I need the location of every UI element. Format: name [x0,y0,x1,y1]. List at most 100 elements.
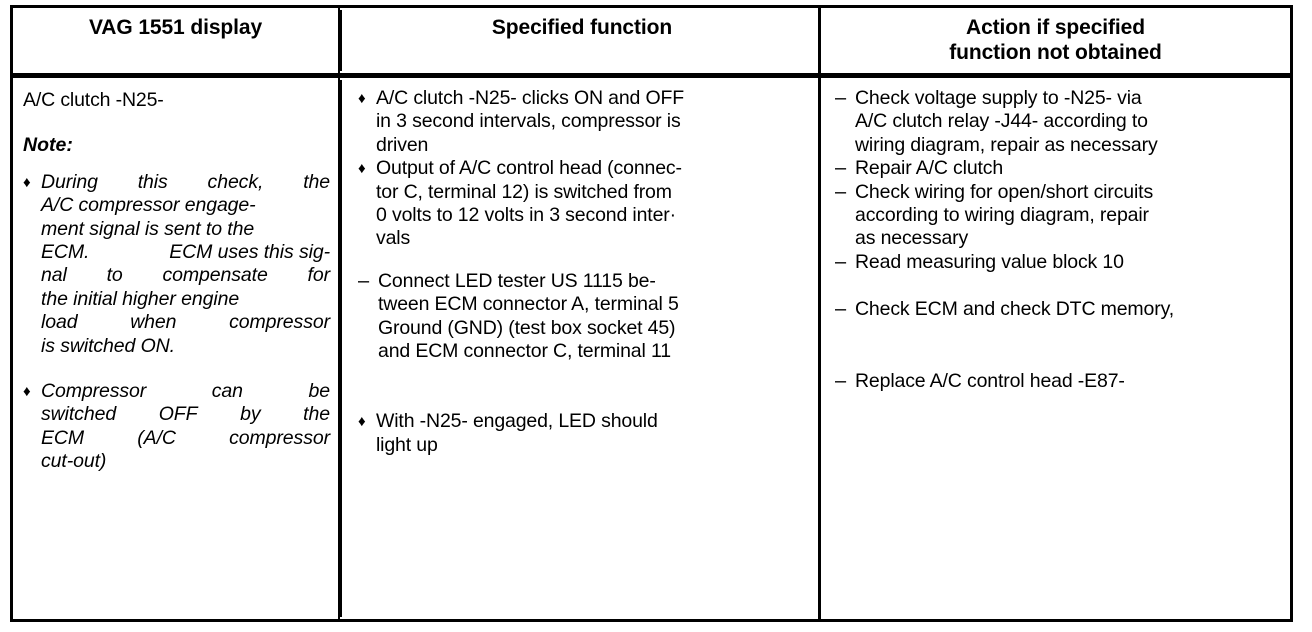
text-line: the initial higher engine [41,287,240,310]
table-header-row: VAG 1551 display Specified function Acti… [13,8,1290,78]
column-header-1-text: VAG 1551 display [88,16,263,39]
list-item-body: Repair A/C clutch [855,157,1282,180]
text-line: Ground (GND) (test box socket 45) [378,316,676,339]
text-fragment: compressor [229,311,330,334]
column-header-specified-function: Specified function [346,8,821,73]
text-fragment: for [307,264,331,287]
diamond-bullet-icon: ♦ [358,90,366,107]
text-line: ment signal is sent to the [41,217,255,240]
column-header-2-text: Specified function [491,16,673,39]
text-fragment: by [240,403,261,426]
text-line: tor C, terminal 12) is switched from [376,180,672,203]
list-item: –Replace A/C control head -E87- [835,370,1282,393]
text-fragment: nal [41,264,67,287]
text-fragment: ECM [41,426,85,449]
text-fragment: to [106,264,123,287]
list-item-body: Output of A/C control head (connec-tor C… [376,157,808,251]
text-line: cut-out) [41,450,107,473]
list-item-body: Connect LED tester US 1115 be-tween ECM … [378,270,808,364]
text-line: light up [376,433,438,456]
text-line: is switched ON. [41,334,175,357]
dash-marker-icon: – [835,369,847,392]
text-line: Check voltage supply to -N25- via [855,87,1142,109]
diamond-bullet-icon: ♦ [358,413,366,431]
text-fragment: switched [41,403,117,426]
text-line: Output of A/C control head (connec- [376,157,682,180]
text-fragment: when [130,311,177,334]
table-grid: VAG 1551 display Specified function Acti… [13,8,1290,619]
specified-function-group-2: –Connect LED tester US 1115 be-tween ECM… [358,270,808,364]
text-line: wiring diagram, repair as necessary [855,133,1158,156]
text-line: Read measuring value block 10 [855,250,1124,273]
text-fragment: compensate [162,264,268,287]
dash-marker-icon: – [835,298,847,321]
dash-marker-icon: – [835,180,847,203]
text-fragment: the [303,170,330,193]
text-line: Repair A/C clutch [855,157,1004,180]
diamond-bullet-icon: ♦ [358,160,366,178]
text-line: load when compressor [41,311,330,334]
text-line: With -N25- engaged, LED should [376,410,658,433]
vag-display-title: A/C clutch -N25- [23,89,164,111]
list-item: –Connect LED tester US 1115 be-tween ECM… [358,270,808,364]
dash-marker-icon: – [358,269,370,292]
text-fragment: be [308,380,331,403]
text-fragment: compressor [229,426,330,449]
text-fragment: check, [207,170,264,193]
diamond-bullet-icon: ♦ [23,383,31,401]
text-line: driven [376,133,429,156]
list-item-body: Check ECM and check DTC memory, [855,298,1282,321]
text-line: switched OFF by the [41,403,330,426]
text-fragment: (A/C [137,426,176,449]
text-fragment: Compressor [41,380,147,403]
text-fragment: OFF [158,403,198,426]
text-fragment: ECM uses this sig- [169,241,330,264]
text-line: tween ECM connector A, terminal 5 [378,293,679,316]
list-item-body: Replace A/C control head -E87- [855,370,1282,393]
column-header-action-if-not-obtained: Action if specified function not obtaine… [821,8,1290,73]
text-fragment: the [303,403,330,426]
text-line: ECM. ECM uses this sig- [41,241,330,264]
text-line: Check ECM and check DTC memory, [855,298,1174,321]
diamond-bullet-icon: ♦ [23,173,31,191]
action-group-3: –Replace A/C control head -E87- [835,370,1282,393]
dash-marker-icon: – [835,250,847,273]
text-line: A/C compressor engage- [41,194,256,217]
column-header-3-line-2: function not obtained [949,41,1162,64]
list-item: ♦ Output of A/C control head (connec-tor … [358,157,808,251]
text-line: A/C clutch -N25- clicks ON and OFF [376,87,685,109]
specification-table: VAG 1551 display Specified function Acti… [10,5,1293,622]
list-item: –Read measuring value block 10 [835,251,1282,274]
column-header-vag-display: VAG 1551 display [13,8,340,73]
text-fragment: load [41,311,78,334]
text-line: ECM (A/C compressor [41,427,330,450]
column-header-3-line-1: Action if specified [966,16,1145,39]
text-fragment: this [137,170,168,193]
text-fragment: ECM. [41,241,90,264]
dash-marker-icon: – [835,87,847,109]
text-line: vals [376,227,411,250]
text-line: A/C clutch relay -J44- according to [855,110,1148,133]
